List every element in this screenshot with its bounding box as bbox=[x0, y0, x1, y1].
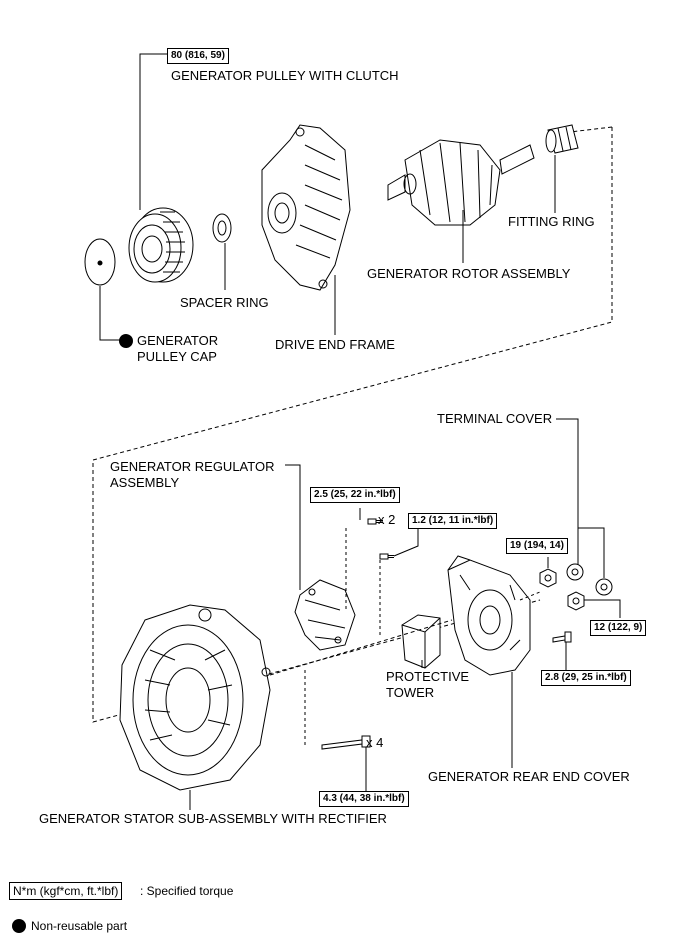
label-pulley-cap-line1: GENERATOR bbox=[137, 333, 219, 348]
fitting-ring-part bbox=[545, 124, 579, 154]
regulator-part bbox=[294, 579, 356, 651]
terminal-screw-part bbox=[379, 553, 394, 560]
label-fitting-ring: FITTING RING bbox=[508, 214, 595, 229]
label-stator-sub-assembly: GENERATOR STATOR SUB-ASSEMBLY WITH RECTI… bbox=[39, 811, 387, 826]
terminal-cover-right-part bbox=[595, 578, 613, 596]
label-drive-end-frame: DRIVE END FRAME bbox=[275, 337, 395, 352]
label-protective-tower-line2: TOWER bbox=[386, 685, 435, 700]
label-rear-end-cover: GENERATOR REAR END COVER bbox=[428, 769, 630, 784]
regulator-screw-qty: x 2 bbox=[378, 512, 396, 527]
torque-terminal-screw: 1.2 (12, 11 in.*lbf) bbox=[408, 513, 498, 529]
regulator-screw-part bbox=[367, 518, 383, 525]
non-reusable-marker-icon bbox=[119, 334, 133, 348]
through-bolt-qty: x 4 bbox=[366, 735, 384, 750]
legend-non-reusable-icon bbox=[12, 919, 26, 933]
rear-cover-bolt-part bbox=[552, 631, 572, 643]
torque-regulator-screw: 2.5 (25, 22 in.*lbf) bbox=[310, 487, 400, 503]
label-terminal-cover: TERMINAL COVER bbox=[437, 411, 553, 426]
torque-nut-19: 19 (194, 14) bbox=[506, 538, 568, 554]
drive-end-frame-part bbox=[261, 124, 351, 291]
spacer-ring-part bbox=[212, 213, 232, 243]
protective-tower-part bbox=[401, 614, 441, 669]
rear-end-cover-part bbox=[447, 555, 531, 676]
pulley-with-clutch-part bbox=[128, 207, 194, 283]
label-pulley-cap-line2: PULLEY CAP bbox=[137, 349, 217, 364]
pulley-cap-part bbox=[84, 238, 116, 286]
label-regulator-line2: ASSEMBLY bbox=[110, 475, 180, 490]
torque-through-bolt: 4.3 (44, 38 in.*lbf) bbox=[319, 791, 409, 807]
legend-torque-box: N*m (kgf*cm, ft.*lbf) bbox=[9, 882, 123, 900]
label-spacer-ring: SPACER RING bbox=[180, 295, 269, 310]
terminal-cover-left-part bbox=[566, 563, 584, 581]
stator-sub-assembly-part bbox=[119, 604, 271, 791]
torque-nut-12: 12 (122, 9) bbox=[590, 620, 647, 636]
legend-torque-text: : Specified torque bbox=[140, 884, 234, 898]
torque-pulley: 80 (816, 59) bbox=[167, 48, 229, 64]
label-rotor-assembly: GENERATOR ROTOR ASSEMBLY bbox=[367, 266, 571, 281]
rotor-assembly-part bbox=[387, 139, 535, 226]
legend-non-reusable-text: Non-reusable part bbox=[31, 919, 128, 933]
through-bolt-part bbox=[321, 735, 371, 750]
label-pulley-with-clutch: GENERATOR PULLEY WITH CLUTCH bbox=[171, 68, 399, 83]
label-regulator-line1: GENERATOR REGULATOR bbox=[110, 459, 275, 474]
nut-19-part bbox=[539, 568, 557, 588]
nut-12-part bbox=[567, 591, 585, 611]
torque-rear-cover-bolt: 2.8 (29, 25 in.*lbf) bbox=[541, 670, 631, 686]
label-protective-tower-line1: PROTECTIVE bbox=[386, 669, 470, 684]
